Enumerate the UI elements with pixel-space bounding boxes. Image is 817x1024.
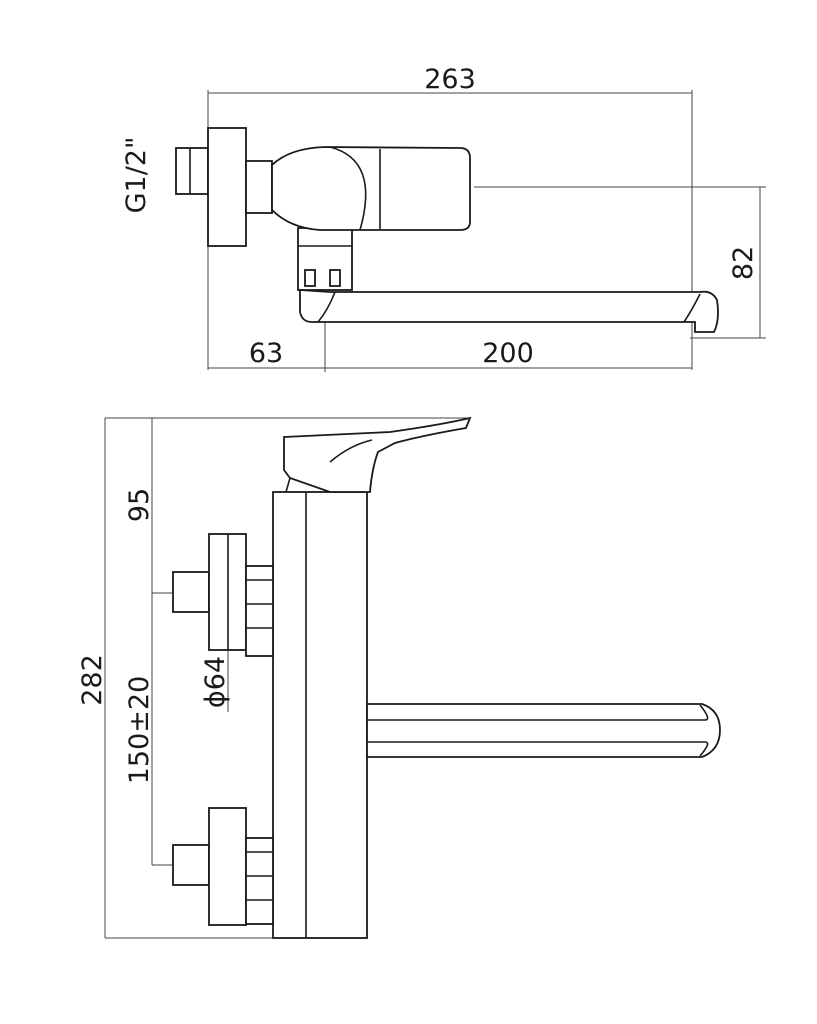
top-view: 263 G1/2" 82 63 200 [121,64,766,372]
wall-flange [207,127,247,247]
nut [245,160,273,214]
inlet-stub [175,147,209,195]
dim-95: 95 [124,488,155,522]
mixer-body-side [272,491,368,939]
faucet-side-view [172,416,721,939]
dimension-lines-side [104,417,470,939]
flange-lower [208,807,247,926]
dim-63: 63 [249,338,283,369]
lever-handle [283,416,472,493]
faucet-top-view [175,127,719,333]
dim-150: 150±20 [124,676,155,785]
spout [299,289,719,333]
side-view: 282 95 150±20 ϕ64 [77,416,721,939]
nut-upper [245,565,274,657]
dim-200: 200 [482,338,534,369]
dim-82: 82 [728,246,759,280]
dim-phi64: ϕ64 [200,656,231,708]
spout-side [366,703,721,758]
mixer-body [271,146,471,231]
dim-thread: G1/2" [121,137,152,214]
dim-282: 282 [77,654,108,706]
dim-263: 263 [424,64,476,95]
inlet-stub-upper [172,571,210,613]
dimension-lines-top [207,90,766,372]
inlet-stub-lower [172,844,210,886]
nut-lower [245,837,274,925]
